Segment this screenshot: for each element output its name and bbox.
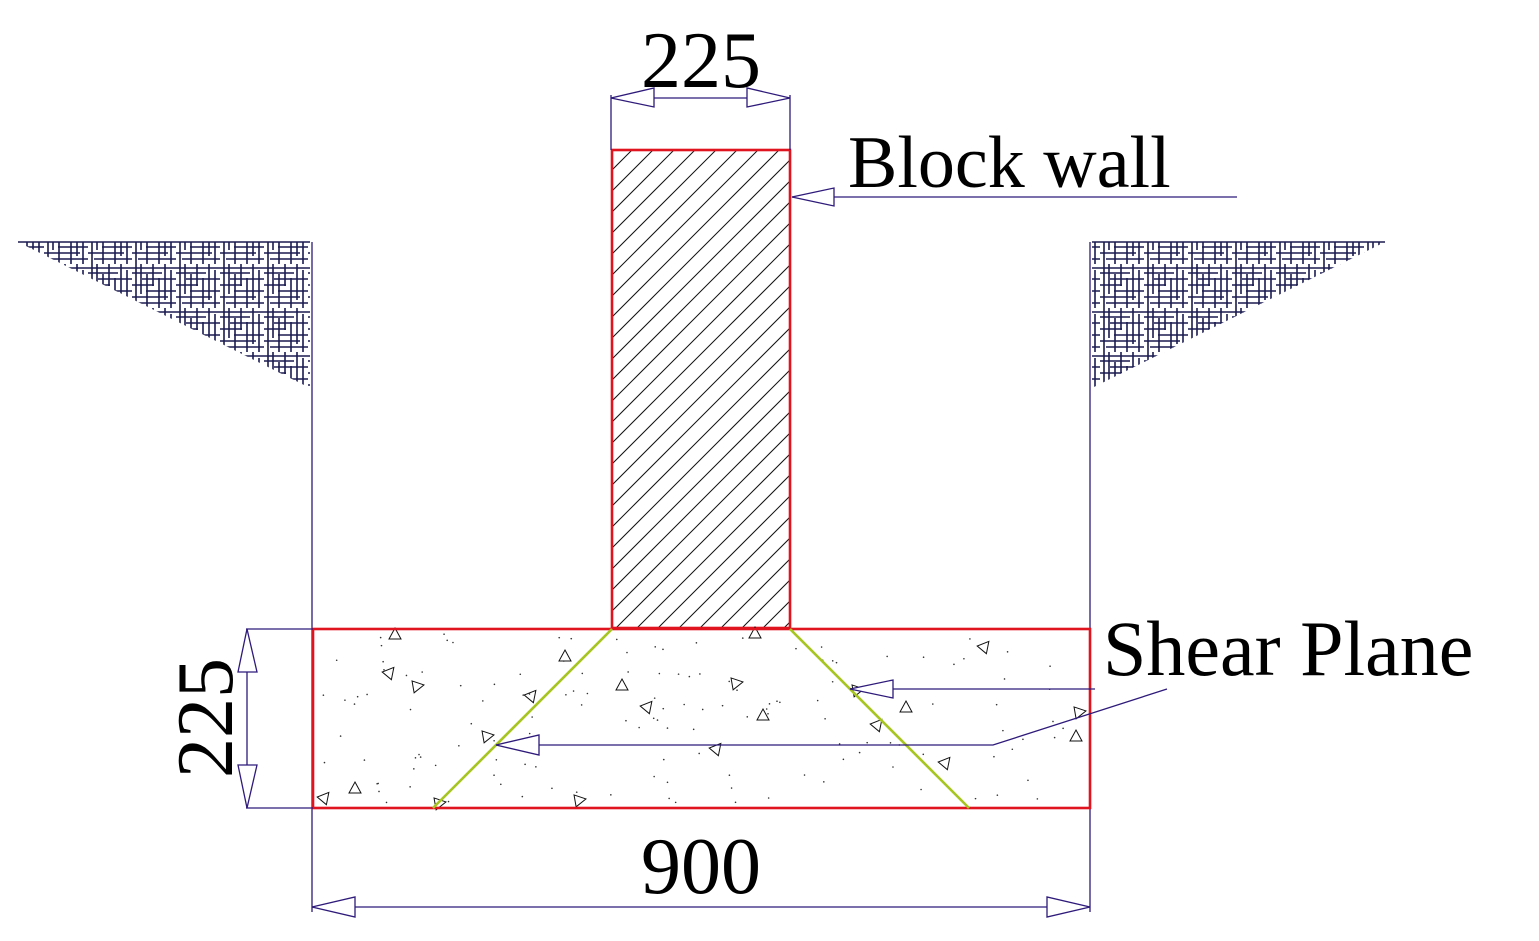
label-shear-plane: Shear Plane [495,605,1473,756]
soil-hatch-right [1092,241,1385,388]
dimension-footing-width: 900 [311,823,1091,918]
concrete-aggregate-fill [316,625,1087,811]
soil-hatch-left [18,241,310,388]
shear-plane-right [789,628,970,809]
dimension-wall-width: 225 [610,17,791,150]
block-wall [610,148,792,630]
label-shear-plane-text: Shear Plane [1103,605,1473,692]
excavation-lines [311,242,1091,912]
dimension-text-footing-width: 900 [641,823,761,911]
concrete-footing [311,625,1092,811]
shear-plane-left [432,628,613,809]
label-block-wall: Block wall [791,122,1237,207]
wall-hatch [612,150,790,628]
dimension-footing-depth: 225 [162,628,313,809]
dimension-text-wall-width: 225 [641,17,761,105]
dimension-text-footing-depth: 225 [162,658,250,778]
label-block-wall-text: Block wall [848,122,1171,204]
shear-planes [432,628,970,809]
